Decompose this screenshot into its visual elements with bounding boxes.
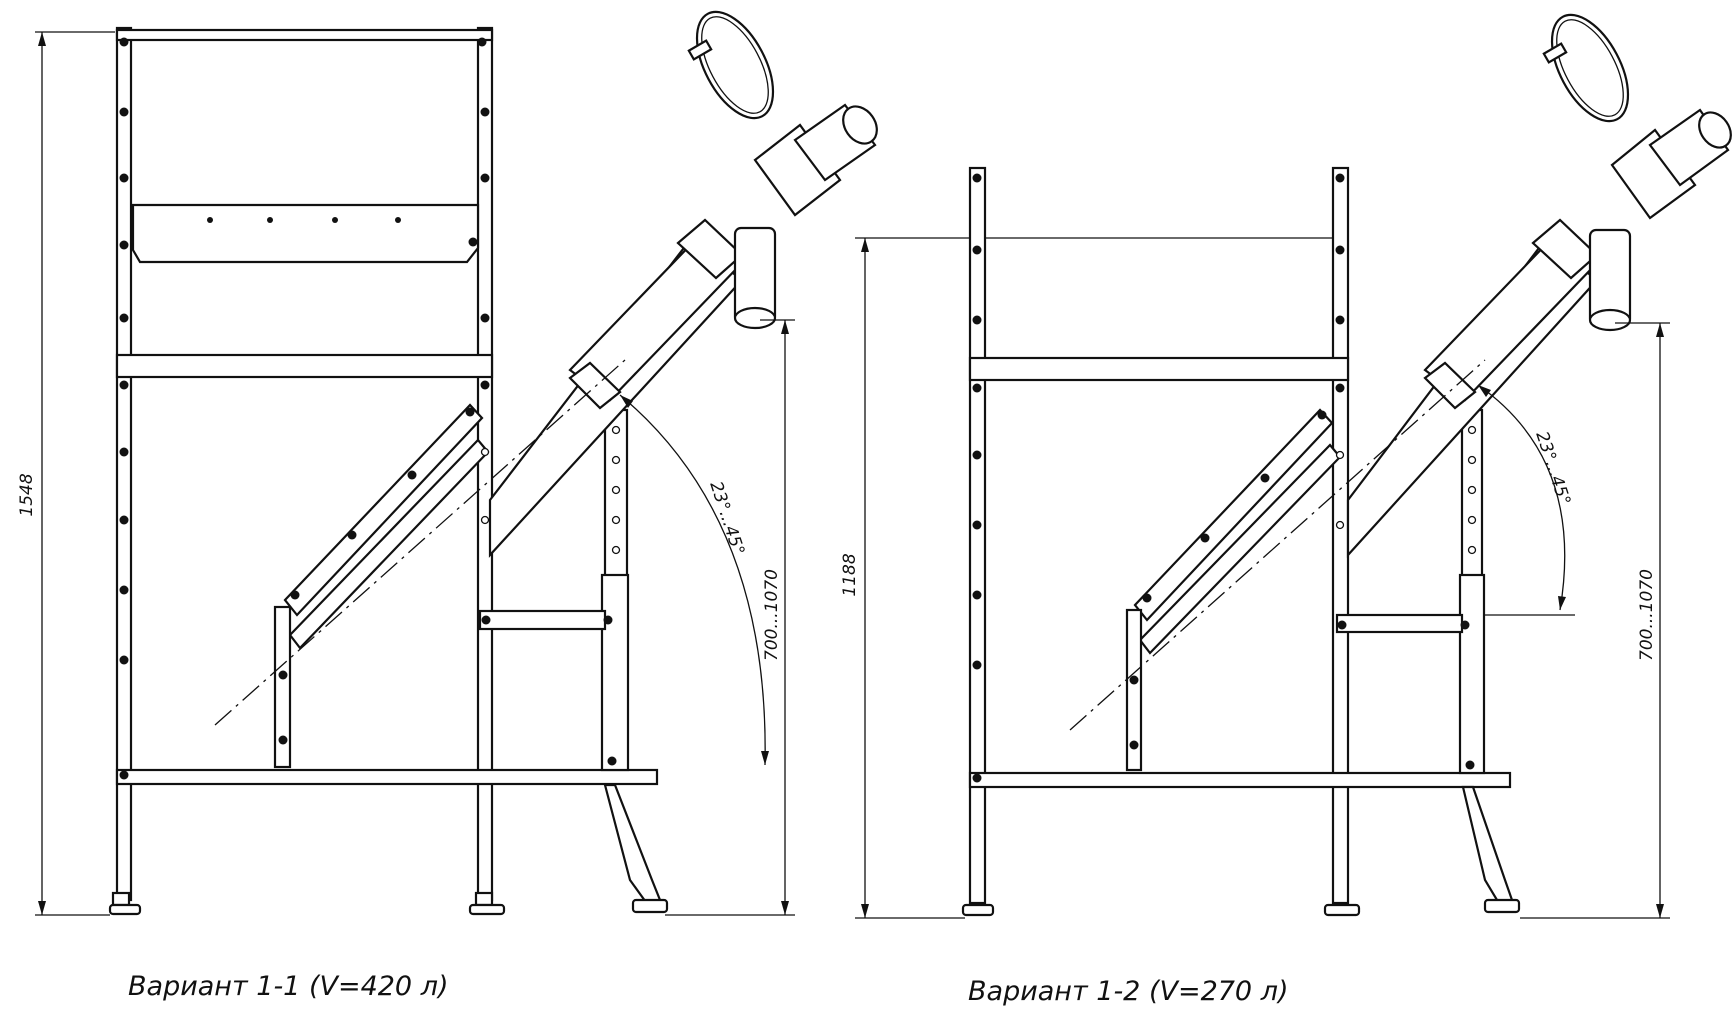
frame2-mid-crossbar [968, 356, 1350, 382]
auger-centerline-2 [1069, 359, 1486, 731]
frame-bottom-bar [115, 768, 659, 786]
diagonal-braces [273, 403, 490, 769]
frame2-bolts [972, 173, 1477, 783]
variant-1-2-drawing: 1188 [840, 13, 1732, 1007]
outlet-dim-label-2: 700...1070 [1637, 569, 1657, 661]
frame-top-bar [115, 28, 494, 42]
height-dimension-1188: 1188 [840, 237, 1335, 919]
height-dimension-1548: 1548 [17, 31, 115, 916]
motor-assembly-2 [1542, 13, 1732, 220]
auger-centerline [214, 359, 626, 726]
hopper-plate [131, 203, 480, 264]
outlet-height-dimension: 700...1070 [665, 319, 795, 916]
height-dim-label-2: 1188 [840, 553, 860, 596]
frame-bolts [119, 37, 621, 780]
motor-assembly [687, 10, 878, 217]
support-leg [478, 408, 669, 914]
frame-mid-crossbar [115, 353, 494, 379]
variant-1-1-drawing: 1548 [17, 10, 878, 1002]
caption-variant-1: Вариант 1-1 (V=420 л) [128, 971, 448, 1002]
angle-dimension-2: 23°...45° [1477, 384, 1575, 616]
angle-dimension: 23°...45° [619, 394, 769, 766]
angle-dim-label-2: 23°...45° [1531, 429, 1574, 508]
outlet-height-dimension-2: 700...1070 [1520, 322, 1670, 919]
outlet-dim-label-1: 700...1070 [762, 569, 782, 661]
frame2-left-post [961, 166, 995, 917]
outlet-pipe-2 [1588, 228, 1632, 332]
outlet-pipe [733, 226, 777, 330]
height-dim-label-1: 1548 [17, 473, 37, 516]
diagonal-braces-2 [1125, 408, 1342, 772]
angle-dim-label-1: 23°...45° [705, 479, 748, 558]
frame2-bottom-bar [968, 771, 1512, 789]
caption-variant-2: Вариант 1-2 (V=270 л) [968, 976, 1288, 1007]
